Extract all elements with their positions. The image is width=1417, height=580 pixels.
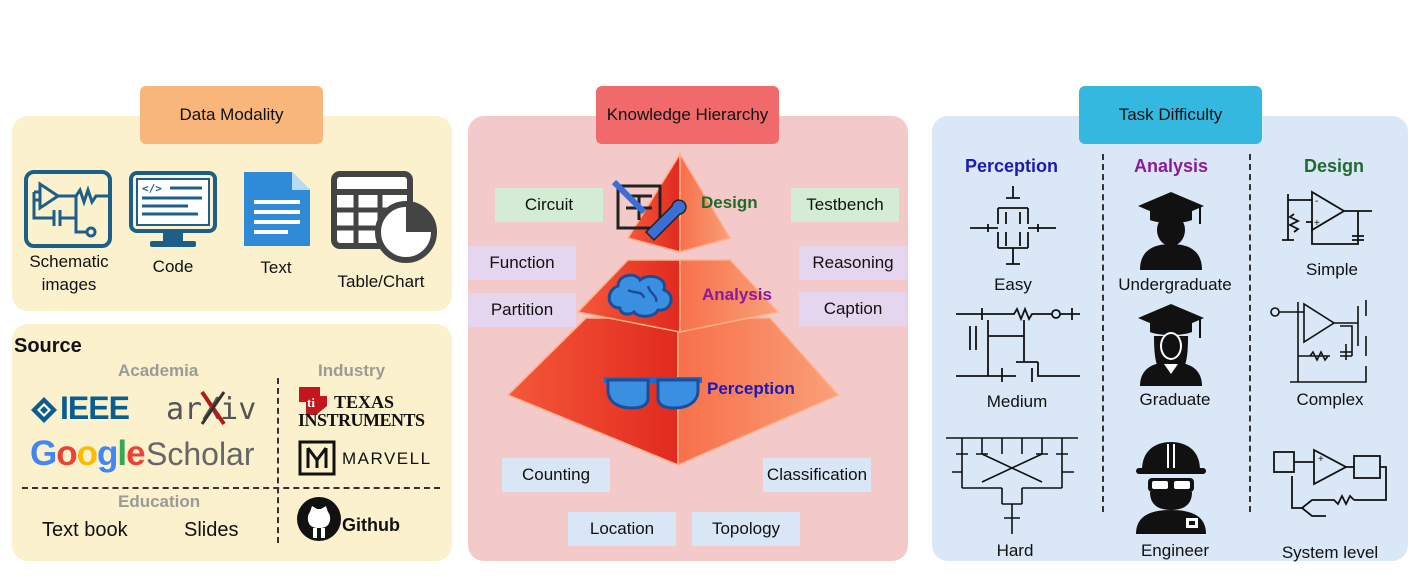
github-icon bbox=[297, 497, 341, 541]
tag-location: Location bbox=[568, 512, 676, 546]
simple-opamp-icon: - + bbox=[1282, 190, 1372, 245]
tag-reasoning: Reasoning bbox=[799, 246, 907, 280]
google-text: Google bbox=[30, 434, 146, 473]
tag-caption: Caption bbox=[799, 292, 907, 326]
design-tier-label: Design bbox=[701, 193, 758, 212]
arxiv-x-icon bbox=[200, 390, 226, 426]
text-document-icon bbox=[244, 172, 310, 246]
undergraduate-icon bbox=[1138, 192, 1204, 270]
tag-topology: Topology bbox=[692, 512, 800, 546]
glasses-icon bbox=[604, 377, 702, 410]
ti-line2: Instruments bbox=[298, 410, 425, 430]
col-design-title: Design bbox=[1304, 156, 1365, 176]
hard-circuit-icon bbox=[946, 437, 1078, 534]
system-level-label: System level bbox=[1281, 543, 1379, 562]
easy-label: Easy bbox=[994, 275, 1032, 294]
source-panel bbox=[12, 324, 452, 561]
tag-partition: Partition bbox=[468, 293, 576, 327]
task-divider-2 bbox=[1249, 154, 1251, 512]
texas-instruments-logo-icon: ti bbox=[299, 387, 327, 415]
ti-line1: Texas bbox=[334, 392, 395, 412]
marvell-logo-icon bbox=[298, 440, 336, 476]
schematic-icon bbox=[24, 170, 112, 248]
task-divider-1 bbox=[1102, 154, 1104, 512]
schematic-label-2: images bbox=[41, 275, 97, 294]
marvell-text: MARVELL bbox=[342, 449, 432, 468]
github-label: Github bbox=[342, 515, 400, 535]
task-header: Task Difficulty bbox=[1079, 86, 1262, 144]
col-perception-title: Perception bbox=[965, 156, 1059, 176]
code-label: Code bbox=[152, 257, 194, 276]
scholar-text: Scholar bbox=[146, 436, 255, 472]
svg-text:</>: </> bbox=[142, 182, 162, 195]
analysis-tier-label: Analysis bbox=[702, 285, 772, 304]
medium-label: Medium bbox=[986, 392, 1048, 411]
simple-label: Simple bbox=[1306, 260, 1358, 279]
data-modality-header: Data Modality bbox=[140, 86, 323, 144]
col-analysis-title: Analysis bbox=[1134, 156, 1209, 176]
tag-circuit: Circuit bbox=[495, 188, 603, 222]
academia-label: Academia bbox=[118, 361, 199, 380]
table-chart-label: Table/Chart bbox=[337, 272, 425, 291]
ieee-logo-icon bbox=[31, 397, 57, 423]
undergraduate-label: Undergraduate bbox=[1118, 275, 1232, 294]
source-horizontal-divider bbox=[22, 487, 440, 489]
source-title: Source bbox=[14, 335, 82, 357]
industry-label: Industry bbox=[318, 361, 386, 380]
medium-circuit-icon bbox=[956, 306, 1080, 382]
code-monitor-icon: </> bbox=[129, 171, 217, 247]
tag-function: Function bbox=[468, 246, 576, 280]
complex-label: Complex bbox=[1296, 390, 1364, 409]
source-vertical-divider bbox=[277, 378, 279, 543]
svg-text:+: + bbox=[1318, 454, 1324, 465]
system-level-icon: + bbox=[1273, 448, 1387, 517]
svg-text:+: + bbox=[1314, 218, 1320, 229]
textbook-label: Text book bbox=[42, 519, 128, 541]
easy-circuit-icon bbox=[970, 186, 1056, 265]
brain-icon bbox=[607, 273, 673, 318]
engineer-icon bbox=[1136, 442, 1206, 534]
text-label: Text bbox=[260, 258, 292, 277]
tag-classification: Classification bbox=[763, 458, 871, 492]
schematic-label-1: Schematic bbox=[29, 252, 109, 271]
pyramid-middle-right bbox=[679, 259, 780, 333]
circuit-wrench-icon bbox=[611, 179, 687, 242]
graduate-label: Graduate bbox=[1139, 390, 1211, 409]
tag-testbench: Testbench bbox=[791, 188, 899, 222]
svg-text:-: - bbox=[1315, 196, 1318, 207]
pyramid-diagram bbox=[506, 151, 840, 467]
table-chart-icon bbox=[331, 171, 437, 263]
slides-label: Slides bbox=[184, 519, 239, 541]
tag-counting: Counting bbox=[502, 458, 610, 492]
knowledge-header: Knowledge Hierarchy bbox=[596, 86, 779, 144]
hard-label: Hard bbox=[996, 541, 1034, 560]
ieee-text: IEEE bbox=[60, 390, 130, 426]
education-label: Education bbox=[118, 492, 201, 511]
complex-opamp-icon bbox=[1270, 300, 1367, 383]
svg-text:ti: ti bbox=[307, 395, 315, 410]
perception-tier-label: Perception bbox=[707, 379, 795, 398]
graduate-icon bbox=[1138, 304, 1204, 386]
pyramid-bottom-left bbox=[506, 317, 679, 467]
engineer-label: Engineer bbox=[1140, 541, 1210, 560]
